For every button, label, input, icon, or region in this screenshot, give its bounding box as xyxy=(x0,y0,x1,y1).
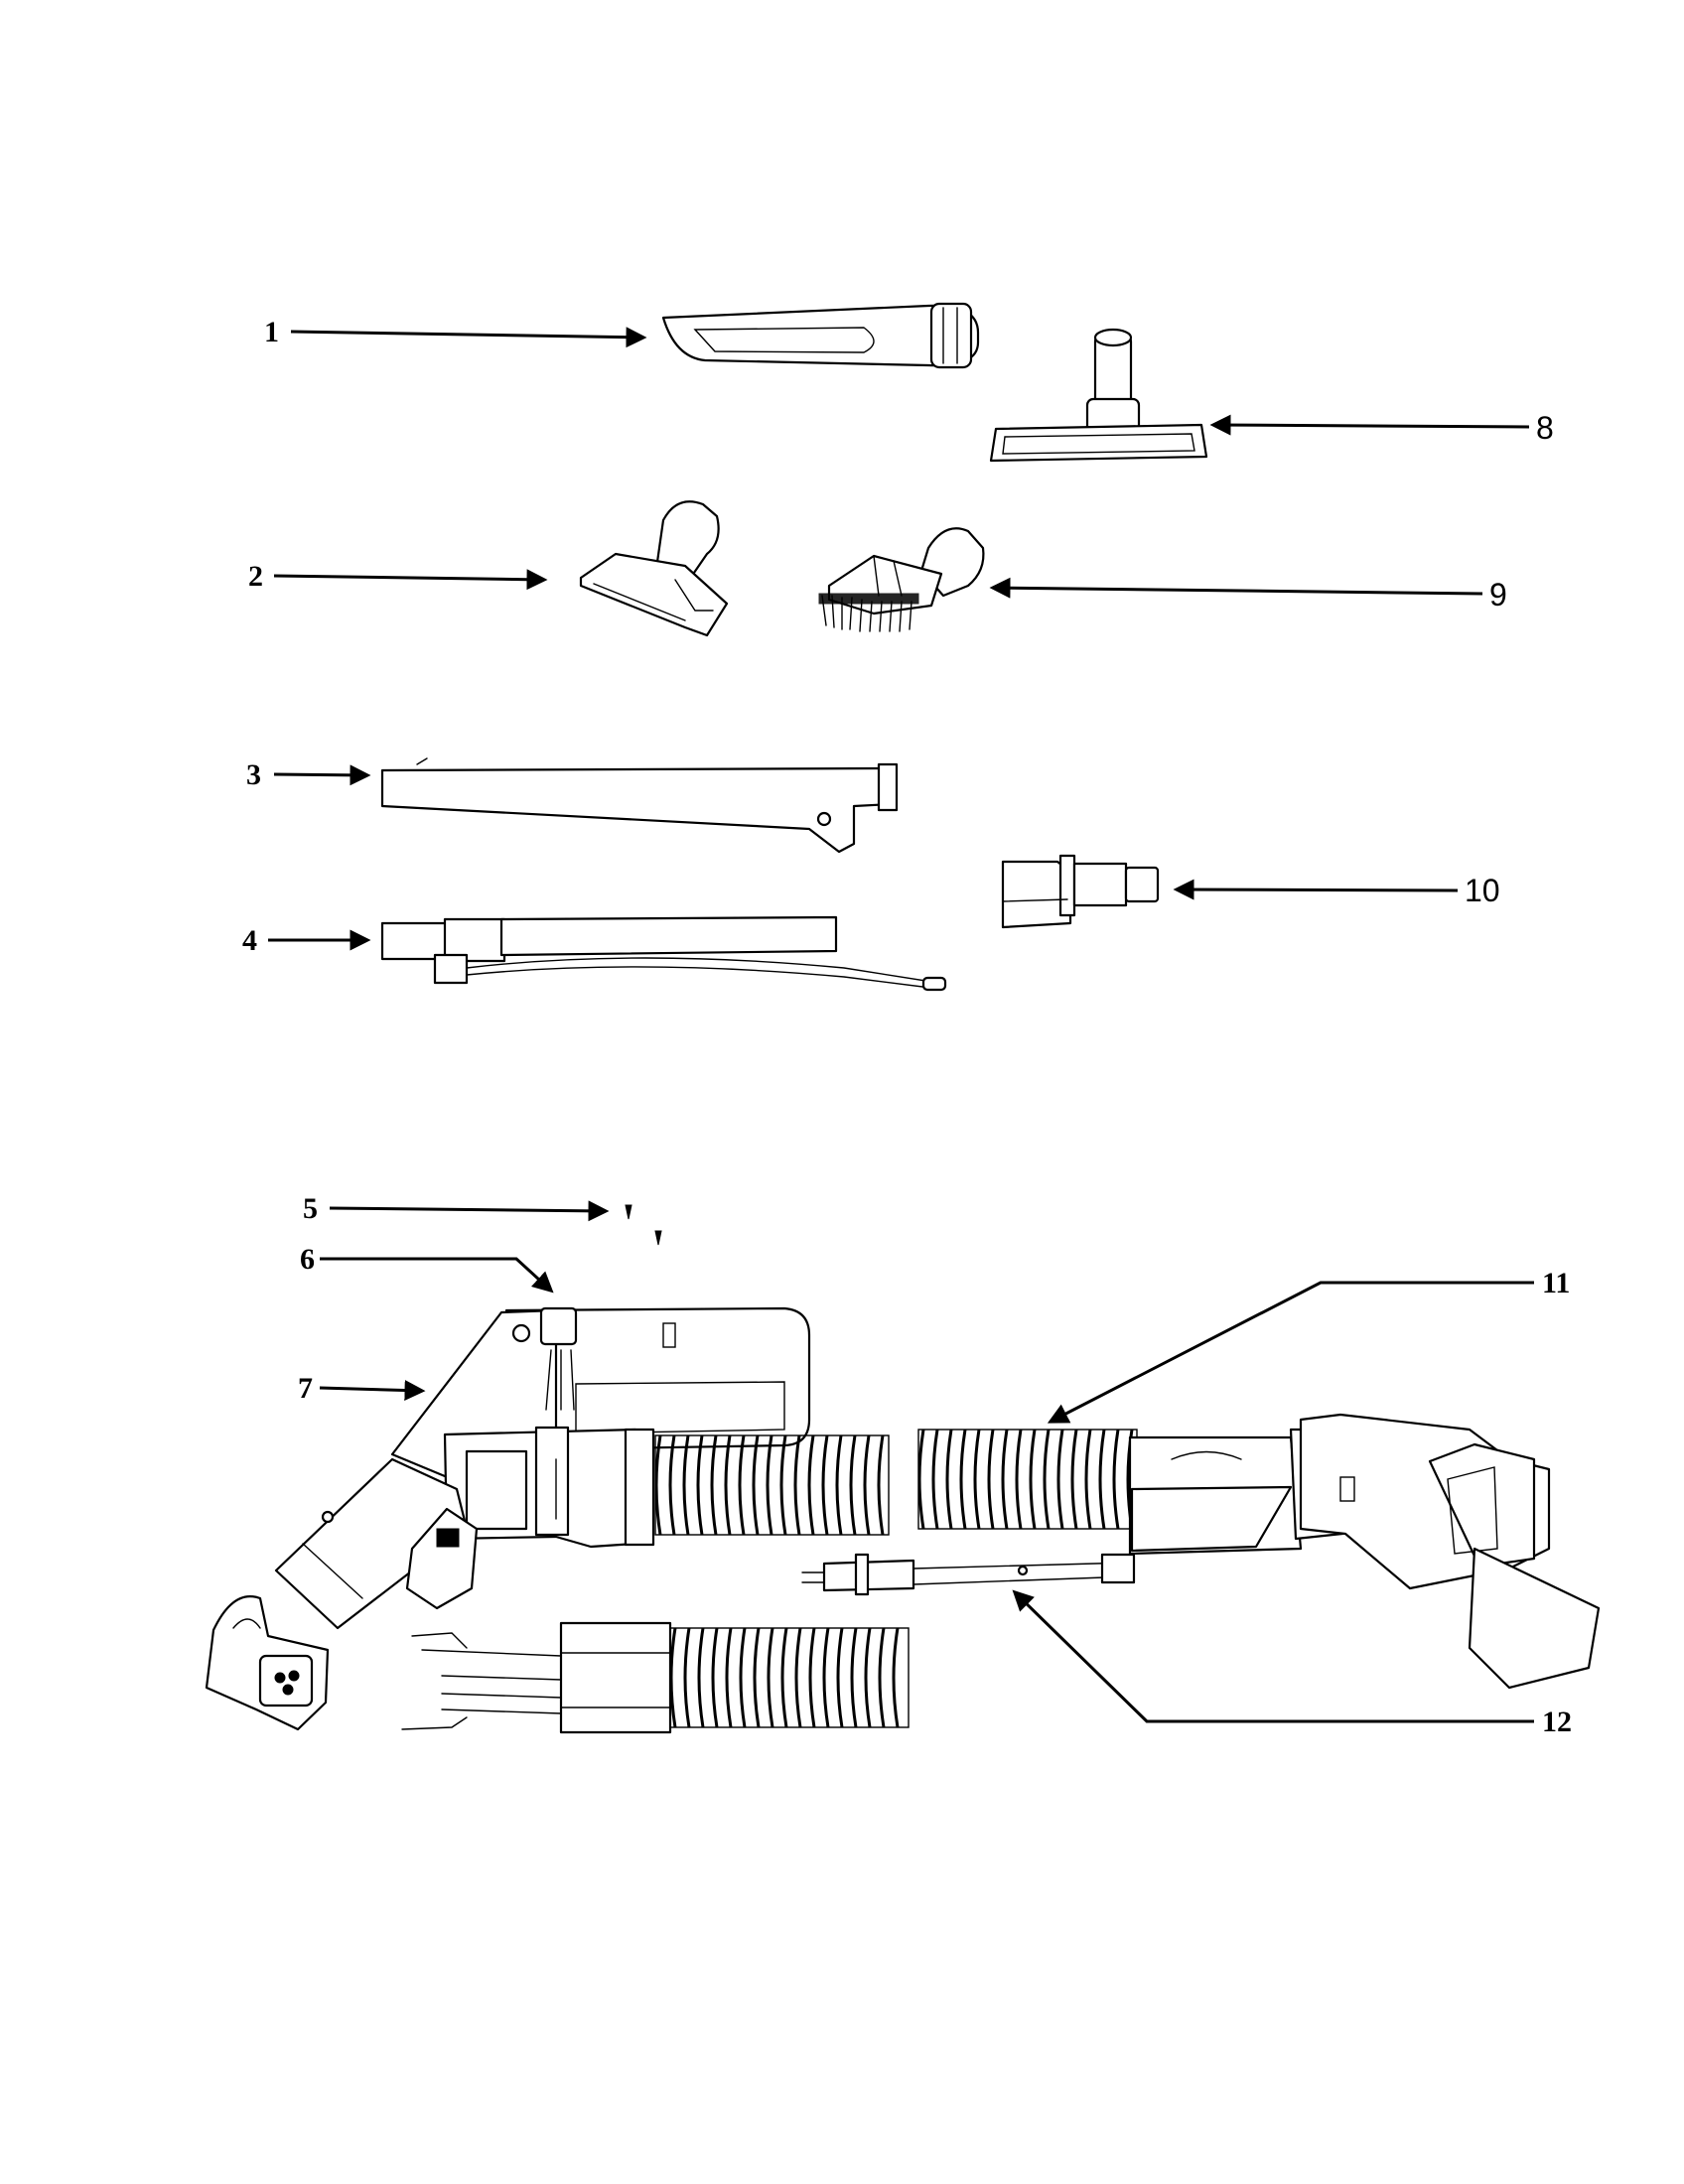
dusting-tool xyxy=(579,500,729,637)
callout-2: 2 xyxy=(248,560,263,593)
leader-lines xyxy=(268,327,1534,1723)
callout-labels: 1 2 3 4 5 6 7 8 9 10 11 12 xyxy=(242,316,1572,1738)
hose-coil xyxy=(1056,1429,1064,1530)
hose-coil xyxy=(1043,1429,1051,1530)
hose-coil xyxy=(1015,1429,1023,1530)
callout-3: 3 xyxy=(246,758,261,791)
callout-5: 5 xyxy=(303,1192,318,1225)
leader-12 xyxy=(1012,1589,1534,1723)
hose-coil xyxy=(711,1627,719,1728)
leader-8 xyxy=(1209,414,1530,436)
hose-coil xyxy=(892,1627,900,1728)
leader-5 xyxy=(329,1200,610,1222)
end-cap xyxy=(205,1595,330,1731)
callout-9: 9 xyxy=(1489,577,1507,613)
hose-coil xyxy=(835,1434,843,1536)
screw-parts xyxy=(625,1204,662,1246)
hose-coil xyxy=(669,1627,677,1728)
hose-coil xyxy=(863,1434,871,1536)
crevice-tool xyxy=(661,302,980,369)
hose-coil xyxy=(878,1627,886,1728)
leader-11 xyxy=(1047,1281,1534,1424)
hose-coil xyxy=(973,1429,981,1530)
hose-coil xyxy=(945,1429,953,1530)
hose-coil xyxy=(668,1434,676,1536)
hose xyxy=(654,1429,1138,1536)
hose-coil xyxy=(864,1627,872,1728)
hose-coil xyxy=(752,1434,760,1536)
leader-6 xyxy=(320,1257,554,1294)
callout-1: 1 xyxy=(264,316,279,348)
callout-6: 6 xyxy=(300,1243,315,1276)
hose-coil xyxy=(808,1627,816,1728)
hose-connector xyxy=(1128,1413,1601,1690)
callout-8: 8 xyxy=(1536,410,1554,446)
power-cord-with-plug xyxy=(801,1553,1136,1596)
callout-4: 4 xyxy=(242,924,257,957)
leader-7 xyxy=(319,1379,426,1401)
hose-coil xyxy=(1098,1429,1106,1530)
callout-10: 10 xyxy=(1465,873,1500,908)
leader-10 xyxy=(1173,879,1459,900)
hose-coil xyxy=(987,1429,995,1530)
extension-wand xyxy=(380,757,899,854)
hose-coil xyxy=(917,1429,925,1530)
brush-tool xyxy=(818,527,985,632)
hose-coil xyxy=(1070,1429,1078,1530)
hose-coil xyxy=(959,1429,967,1530)
hose-coil xyxy=(822,1627,830,1728)
hose-coil xyxy=(682,1434,690,1536)
leader-9 xyxy=(989,577,1483,599)
hose-coil xyxy=(725,1627,733,1728)
callout-11: 11 xyxy=(1542,1267,1570,1299)
extension-wand-with-solution-tube xyxy=(380,915,947,992)
hose-coil xyxy=(793,1434,801,1536)
callout-7: 7 xyxy=(298,1372,313,1405)
hose-coil xyxy=(738,1434,746,1536)
hose-coil xyxy=(1084,1429,1092,1530)
lower-hose-section xyxy=(401,1621,910,1734)
hose-coil xyxy=(1029,1429,1037,1530)
hose-coil xyxy=(697,1627,705,1728)
hose-coil xyxy=(877,1434,885,1536)
hose-coil xyxy=(850,1627,858,1728)
upholstery-tool xyxy=(989,328,1208,463)
hose-handle-assembly xyxy=(274,1306,811,1630)
hose-coil xyxy=(807,1434,815,1536)
leader-2 xyxy=(273,569,548,591)
callout-12: 12 xyxy=(1542,1706,1572,1738)
hose-coil xyxy=(779,1434,787,1536)
hose-coil xyxy=(931,1429,939,1530)
hose-coil xyxy=(821,1434,829,1536)
hose-coil xyxy=(710,1434,718,1536)
hose-coil xyxy=(724,1434,732,1536)
hose-adapter xyxy=(1001,854,1160,929)
hose-coil xyxy=(753,1627,761,1728)
leader-3 xyxy=(273,764,371,786)
hose-coil xyxy=(836,1627,844,1728)
hose-coil xyxy=(794,1627,802,1728)
hose-coil xyxy=(1001,1429,1009,1530)
hose-coil xyxy=(767,1627,774,1728)
hose-coil xyxy=(683,1627,691,1728)
hose-coil xyxy=(654,1434,662,1536)
hose-coil xyxy=(696,1434,704,1536)
hose-coil xyxy=(780,1627,788,1728)
leader-1 xyxy=(290,327,647,348)
hose-coil xyxy=(739,1627,747,1728)
hose-coil xyxy=(849,1434,857,1536)
hose-coil xyxy=(1112,1429,1120,1530)
hose-coil xyxy=(766,1434,773,1536)
